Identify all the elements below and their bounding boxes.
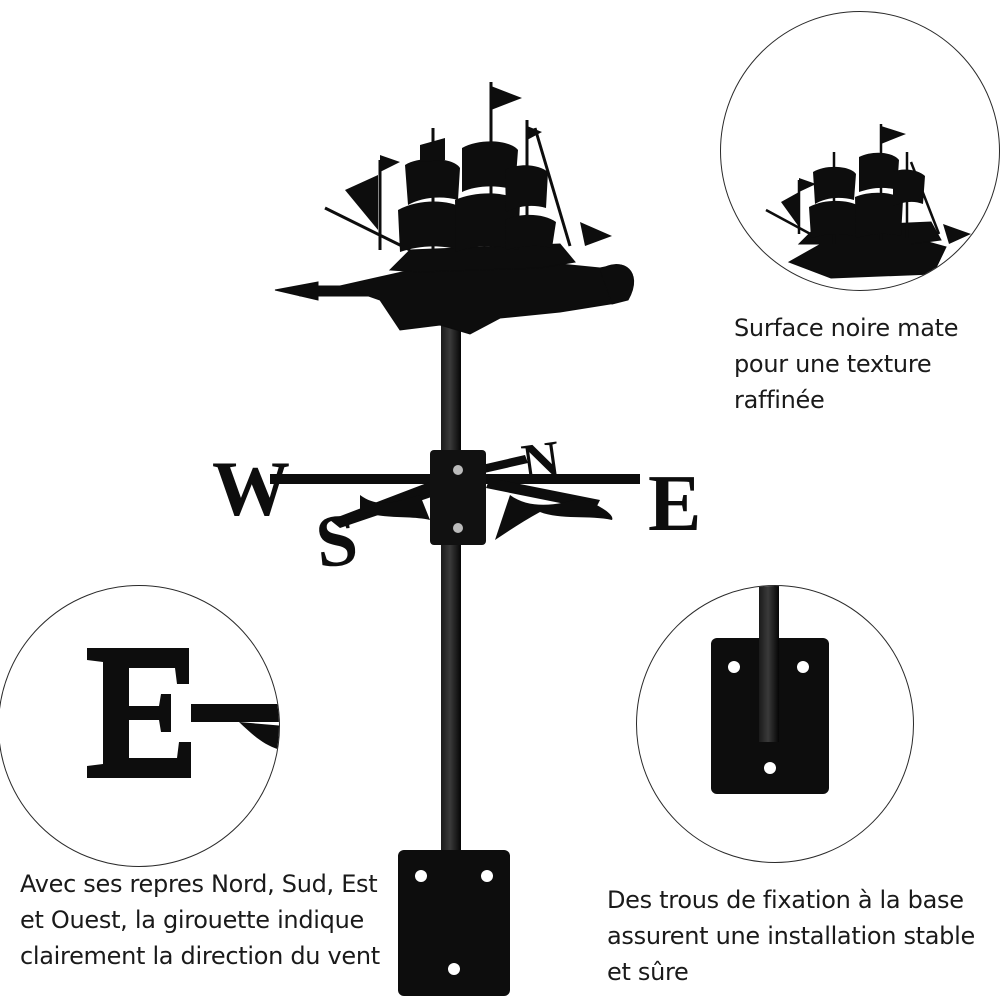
pirate-ship-vane bbox=[274, 82, 635, 335]
caption-texture-line-3: raffinée bbox=[734, 386, 825, 414]
letter-east: E bbox=[648, 460, 701, 548]
caption-mounting-line-2: assurent une installation stable bbox=[607, 922, 975, 950]
ship-closeup bbox=[765, 124, 971, 279]
caption-directions-line-3: clairement la direction du vent bbox=[20, 942, 380, 970]
caption-directions: Avec ses repres Nord, Sud, Est et Ouest,… bbox=[20, 866, 380, 974]
letter-closeup bbox=[87, 648, 279, 778]
detail-circle-ship bbox=[720, 11, 1000, 291]
letter-west: W bbox=[212, 445, 290, 532]
caption-mounting: Des trous de fixation à la base assurent… bbox=[607, 882, 975, 990]
detail-circle-mount bbox=[636, 585, 914, 863]
detail-circle-letter bbox=[0, 585, 280, 867]
letter-south: S bbox=[312, 498, 362, 584]
caption-mounting-line-3: et sûre bbox=[607, 958, 689, 986]
caption-mounting-line-1: Des trous de fixation à la base bbox=[607, 886, 964, 914]
mount-closeup bbox=[711, 586, 829, 794]
pole bbox=[441, 318, 461, 858]
caption-directions-line-2: et Ouest, la girouette indique bbox=[20, 906, 364, 934]
compass-hub bbox=[430, 450, 486, 545]
letter-north: N bbox=[518, 431, 563, 493]
caption-texture-line-2: pour une texture bbox=[734, 350, 932, 378]
caption-directions-line-1: Avec ses repres Nord, Sud, Est bbox=[20, 870, 378, 898]
caption-texture: Surface noire mate pour une texture raff… bbox=[734, 310, 959, 418]
caption-texture-line-1: Surface noire mate bbox=[734, 314, 959, 342]
base-plate bbox=[398, 850, 510, 996]
compass-arms bbox=[270, 450, 640, 545]
